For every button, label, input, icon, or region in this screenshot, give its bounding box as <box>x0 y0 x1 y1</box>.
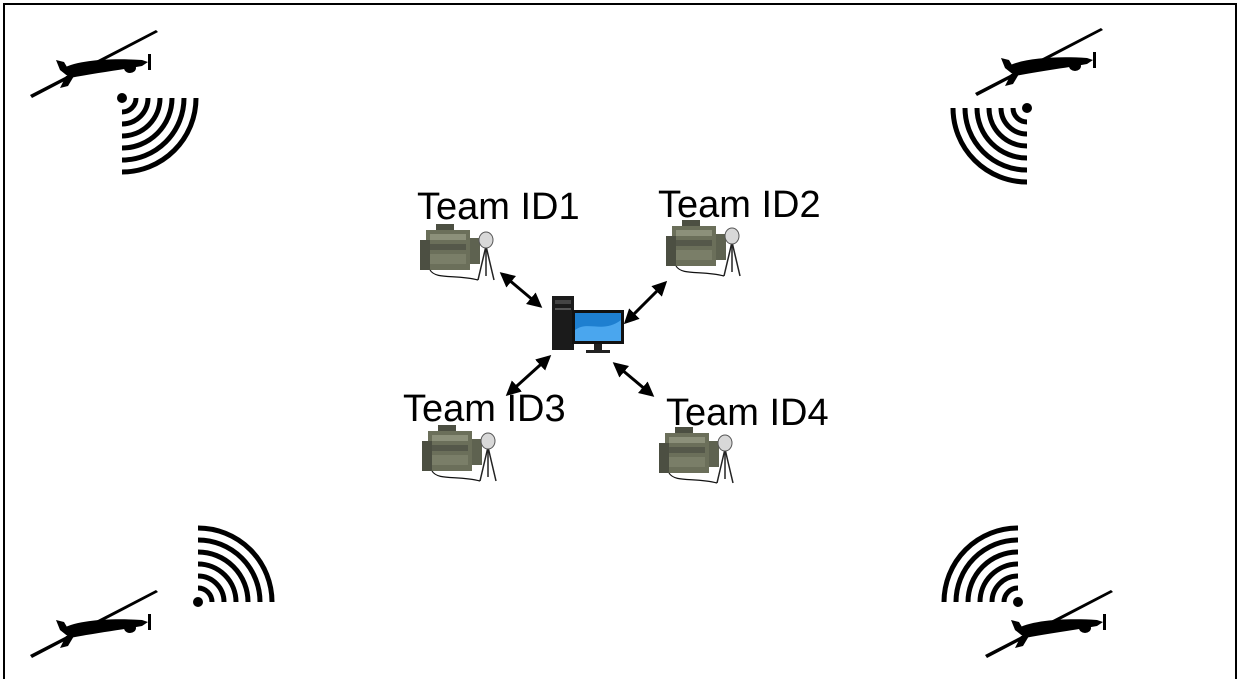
team-id2-label: Team ID2 <box>658 184 821 226</box>
link-arrow-team-2 <box>623 280 668 325</box>
team-id3-label: Team ID3 <box>403 388 566 430</box>
diagram-border <box>3 3 1237 679</box>
desktop-computer-icon <box>552 296 624 353</box>
team-id4-label: Team ID4 <box>666 392 829 434</box>
link-arrow-team-4 <box>612 362 655 397</box>
team-id1-label: Team ID1 <box>417 186 580 228</box>
link-arrow-team-1 <box>499 272 543 308</box>
link-arrow-team-3 <box>505 354 552 397</box>
